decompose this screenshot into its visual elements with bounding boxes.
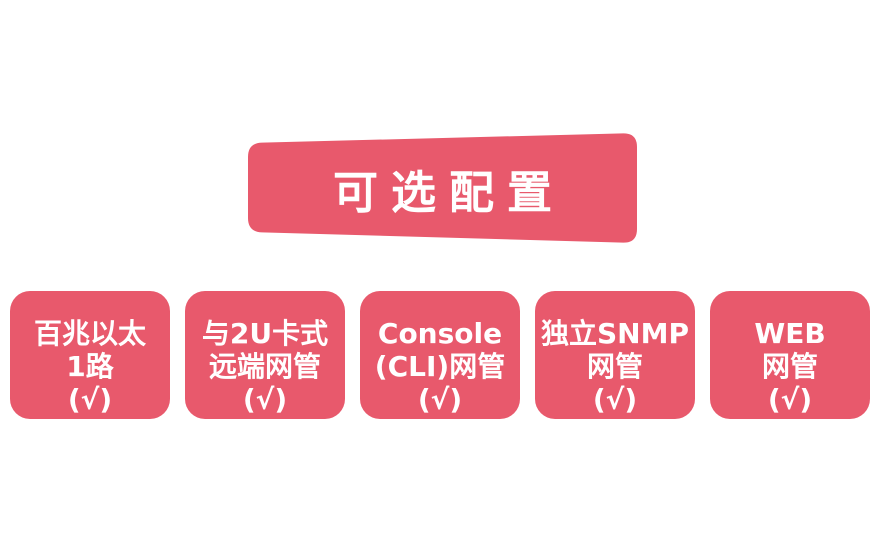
feature-card-2u-card-nms: 与2U卡式 远端网管 (√) bbox=[185, 291, 345, 419]
card-line: 百兆以太 bbox=[33, 317, 146, 350]
banner-trapezoid-shape bbox=[248, 133, 637, 243]
card-check: (√) bbox=[592, 383, 638, 416]
feature-card-console-cli: Console (CLI)网管 (√) bbox=[360, 291, 520, 419]
card-line: 网管 bbox=[586, 350, 643, 383]
feature-card-web-nms: WEB 网管 (√) bbox=[710, 291, 870, 419]
card-line: WEB bbox=[754, 317, 826, 350]
card-check: (√) bbox=[242, 383, 288, 416]
card-line: 1路 bbox=[66, 350, 114, 383]
card-row: 百兆以太 1路 (√) 与2U卡式 远端网管 (√) Console (CLI)… bbox=[10, 291, 870, 419]
card-line: Console bbox=[377, 317, 503, 350]
card-check: (√) bbox=[417, 383, 463, 416]
card-line: (CLI)网管 bbox=[374, 350, 506, 383]
card-line: 独立SNMP bbox=[541, 317, 689, 350]
feature-card-snmp-nms: 独立SNMP 网管 (√) bbox=[535, 291, 695, 419]
banner-title: 可选配置 bbox=[332, 165, 565, 219]
card-line: 网管 bbox=[761, 350, 818, 383]
card-check: (√) bbox=[767, 383, 813, 416]
card-check: (√) bbox=[67, 383, 113, 416]
feature-card-fast-ethernet: 百兆以太 1路 (√) bbox=[10, 291, 170, 419]
banner-optional-config: 可选配置 bbox=[248, 133, 637, 243]
card-line: 远端网管 bbox=[208, 350, 321, 383]
card-line: 与2U卡式 bbox=[201, 317, 329, 350]
